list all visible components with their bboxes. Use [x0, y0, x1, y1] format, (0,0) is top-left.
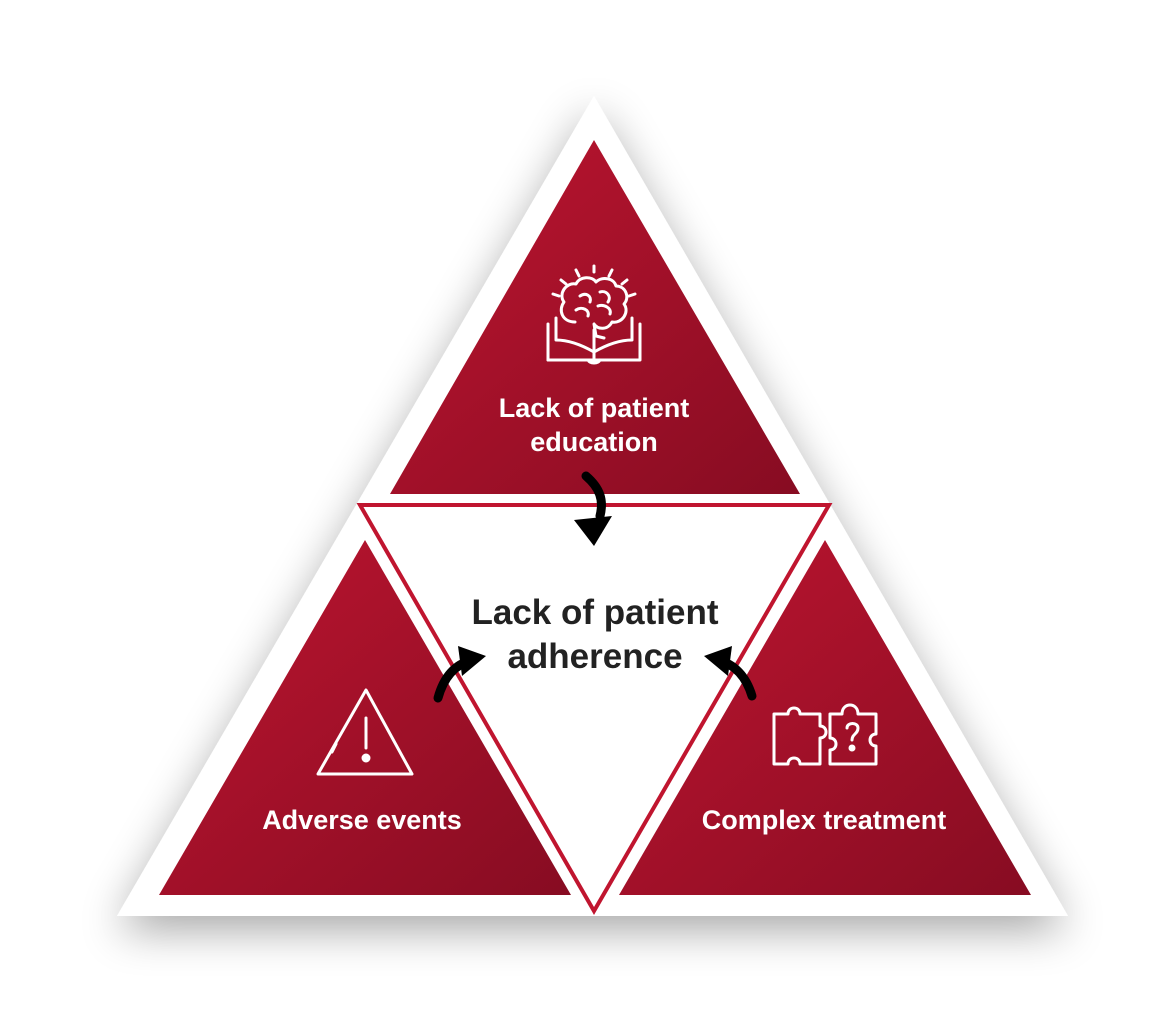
center-label-line2: adherence — [507, 637, 682, 676]
top-triangle — [390, 140, 800, 494]
arrow-top-to-center — [574, 471, 612, 546]
top-label-line1: Lack of patient — [499, 393, 690, 423]
center-triangle — [356, 503, 833, 915]
puzzle-question-icon — [772, 703, 878, 766]
brain-book-icon — [546, 264, 642, 365]
arrow-left-to-center — [433, 646, 486, 703]
top-label-line2: education — [530, 427, 658, 457]
warning-icon — [316, 688, 414, 776]
center-label-line1: Lack of patient — [472, 593, 719, 632]
arrow-right-to-center — [704, 646, 757, 701]
left-label: Adverse events — [262, 805, 462, 835]
right-label: Complex treatment — [702, 805, 947, 835]
right-triangle — [619, 540, 1031, 895]
